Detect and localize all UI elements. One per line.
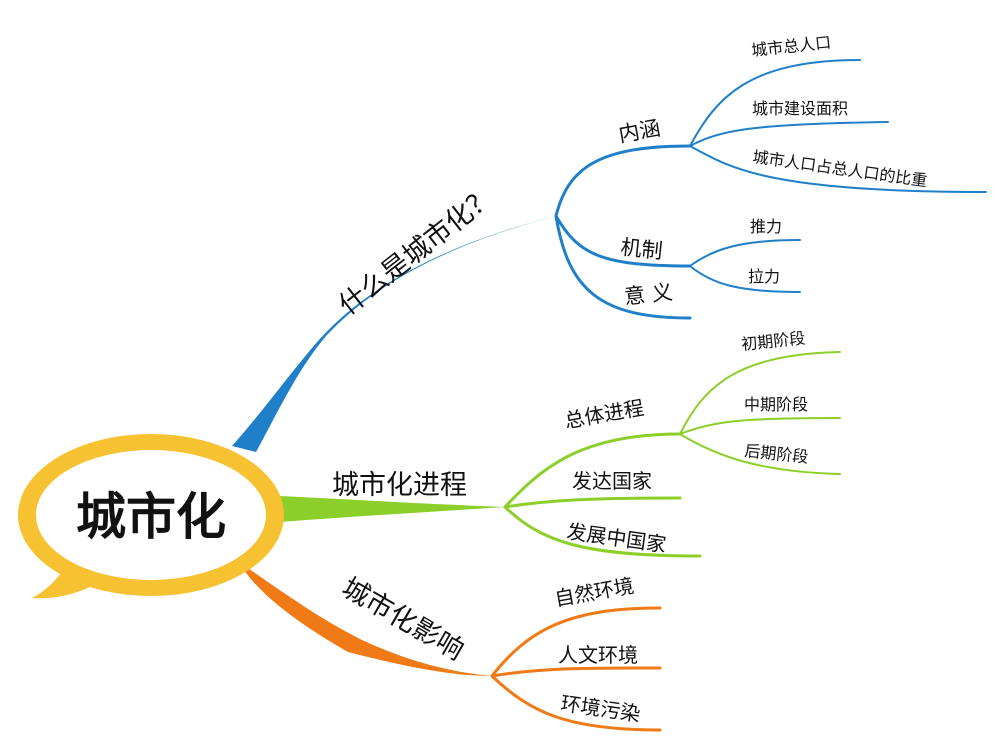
leaf-jizhi-1: 推力 [750,217,782,236]
connectors-impact [490,606,662,732]
connector-jizhi-1 [689,239,801,267]
connector-jizhi-2 [689,265,801,293]
leaf-zongti-3: 后期阶段 [744,441,810,467]
node-yiyi: 意 义 [623,280,674,309]
connector-neihan-1 [689,59,861,147]
branch-ribbon-process [280,496,505,522]
connector-renwen [490,666,662,678]
leaf-zongti-1: 初期阶段 [740,328,806,354]
connector-yiyi [554,214,692,320]
connector-neihan-3 [689,145,987,193]
branch-ribbon-what-is [232,216,556,452]
connector-zongti-1 [679,351,841,435]
branch-label-what-is: 什么是城市化？ [333,181,501,322]
connector-zongti-3 [679,433,841,475]
connector-neihan [554,144,692,218]
leaf-jizhi-2: 拉力 [748,267,780,286]
branch-label-process: 城市化进程 [332,470,467,501]
connector-zongti-2 [679,417,841,435]
leaf-neihan-1: 城市总人口 [750,33,832,60]
node-zongti: 总体进程 [563,395,646,433]
connector-fazhan [503,505,702,558]
center-node: 城市化 [18,434,284,599]
connector-zongti [503,432,682,509]
leaf-neihan-3: 城市人口占总人口的比重 [751,147,928,190]
leaf-zongti-2: 中期阶段 [744,395,808,414]
connector-wuran [490,674,662,732]
connector-fada [503,496,682,509]
node-fada: 发达国家 [572,469,652,493]
branch-ribbon-impact [236,560,492,676]
connectors-process [503,351,841,558]
center-bubble-inner [36,450,266,580]
connector-jizhi [554,214,692,268]
node-ziran: 自然环境 [553,573,636,611]
leaf-neihan-2: 城市建设面积 [752,99,848,118]
node-jizhi: 机制 [619,235,663,263]
center-title: 城市化 [76,487,226,546]
node-renwen: 人文环境 [558,643,638,667]
connector-neihan-2 [689,121,889,147]
connectors-what-is [554,59,987,320]
node-neihan: 内涵 [617,116,663,147]
connector-ziran [490,606,662,678]
